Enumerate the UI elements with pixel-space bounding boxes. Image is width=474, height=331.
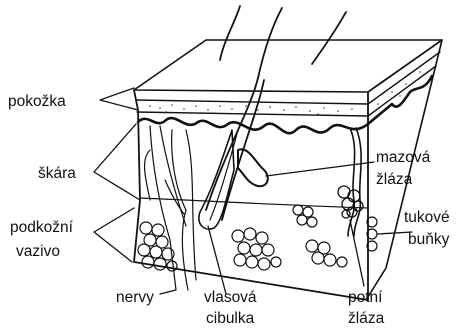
pointer-potni	[350, 220, 364, 286]
label-vlasova-line1: vlasová	[204, 289, 257, 306]
label-vlasova-line2: cibulka	[206, 310, 255, 327]
label-mazova-line2: žláza	[376, 171, 413, 188]
pointer-pokozka	[100, 88, 138, 110]
pointer-podkozni	[94, 208, 134, 262]
label-mazova-line1: mazová	[376, 149, 431, 166]
label-podkozni-line2: vazivo	[16, 243, 60, 260]
pointer-mazova	[266, 162, 374, 176]
label-tukove-line2: buňky	[408, 231, 450, 248]
dermis-papillae-line	[138, 76, 432, 133]
label-nervy: nervy	[116, 289, 154, 306]
hair-follicle	[199, 130, 238, 229]
epidermis-stipple	[149, 71, 421, 115]
pointer-vlasova	[208, 226, 226, 294]
label-pokozka: pokožka	[8, 93, 66, 110]
fat-cells	[138, 205, 377, 271]
label-skara: škára	[38, 165, 76, 182]
skin-block	[134, 40, 442, 300]
label-potni-line1: potní	[348, 289, 383, 306]
label-podkozni-line1: podkožní	[10, 219, 74, 236]
label-tukove-line1: tukové	[404, 209, 450, 226]
dermis-layer	[138, 76, 432, 208]
label-potni-line2: žláza	[348, 310, 385, 327]
pointer-skara	[94, 124, 140, 200]
pointer-nervy	[160, 290, 176, 294]
